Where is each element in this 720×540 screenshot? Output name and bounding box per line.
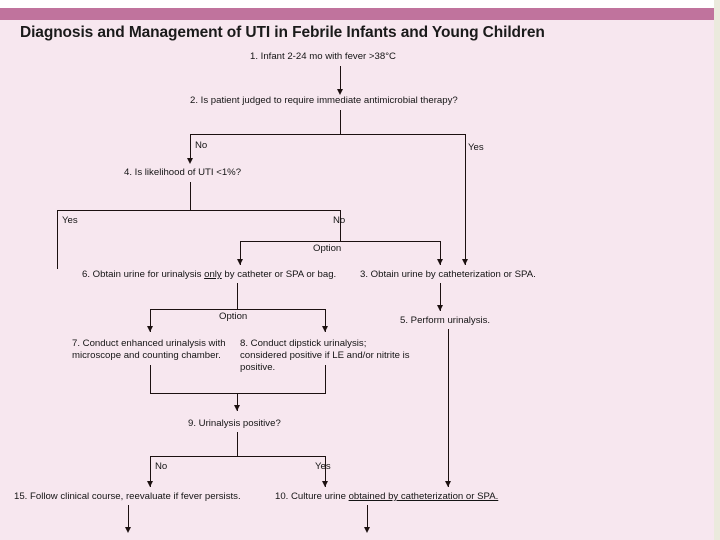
connector-option-right-arrow: [436, 259, 443, 265]
branch-label-4-yes: Yes: [62, 215, 78, 226]
connector-8-leg: [325, 309, 326, 332]
connector-10-stem: [367, 505, 368, 531]
right-edge-band: [714, 0, 720, 540]
connector-4-no-leg: [340, 210, 341, 241]
flow-node-3: 3. Obtain urine by catheterization or SP…: [360, 269, 536, 280]
connector-2-split-bar: [190, 134, 466, 135]
flow-node-15: 15. Follow clinical course, reevaluate i…: [14, 491, 241, 502]
connector-9-no-leg: [150, 456, 151, 487]
connector-1-to-2-arrow: [336, 89, 343, 95]
connector-4-yes-leg: [57, 210, 58, 268]
connector-8-arrow: [321, 326, 328, 332]
connector-merge-to-9-arrow: [233, 405, 240, 411]
flow-node-1: 1. Infant 2-24 mo with fever >38°C: [250, 51, 396, 62]
slide-body-background: [0, 20, 714, 540]
flow-node-6-text-post: by catheter or SPA or bag.: [221, 269, 337, 280]
branch-label-option-7-8: Option: [219, 311, 248, 322]
connector-3-to-5-line: [440, 283, 441, 311]
branch-label-4-no: No: [333, 215, 346, 226]
top-white-band: [0, 0, 714, 8]
connector-2-yes-leg: [465, 134, 466, 265]
flow-node-9: 9. Urinalysis positive?: [188, 418, 281, 429]
connector-7-8-merge-bar: [150, 393, 326, 394]
connector-option-left-leg: [240, 241, 241, 265]
connector-option-left-arrow: [236, 259, 243, 265]
connector-merge-to-9-line: [237, 393, 238, 411]
connector-5-to-10-arrow: [444, 481, 451, 487]
flow-node-2: 2. Is patient judged to require immediat…: [190, 95, 458, 106]
flow-node-6-emphasis: only: [204, 269, 222, 280]
connector-9-yes-arrow: [321, 481, 328, 487]
connector-1-to-2-line: [340, 66, 341, 91]
connector-9-stem: [237, 432, 238, 456]
branch-label-2-yes: Yes: [468, 142, 484, 153]
connector-8-merge-leg: [325, 365, 326, 394]
page-title: Diagnosis and Management of UTI in Febri…: [20, 24, 545, 41]
connector-2-yes-arrow: [461, 259, 468, 265]
connector-10-arrow: [363, 527, 370, 533]
branch-label-2-no: No: [195, 140, 208, 151]
branch-label-9-yes: Yes: [315, 461, 331, 472]
branch-label-9-no: No: [155, 461, 168, 472]
connector-3-to-5-arrow: [436, 305, 443, 311]
flow-node-7: 7. Conduct enhanced urinalysis with micr…: [72, 338, 226, 361]
connector-7-merge-leg: [150, 365, 151, 394]
connector-2-stem: [340, 110, 341, 134]
connector-4-stem: [190, 182, 191, 210]
flow-node-10: 10. Culture urine obtained by catheteriz…: [275, 491, 498, 503]
flow-node-8: 8. Conduct dipstick urinalysis; consider…: [240, 338, 410, 373]
connector-5-to-10-line: [448, 329, 449, 487]
connector-9-no-arrow: [146, 481, 153, 487]
connector-2-no-arrow: [186, 158, 193, 164]
accent-bar: [0, 8, 714, 20]
flow-node-4: 4. Is likelihood of UTI <1%?: [124, 167, 242, 178]
connector-6-stem: [237, 283, 238, 309]
flow-node-5: 5. Perform urinalysis.: [400, 315, 491, 326]
branch-label-option-6-3: Option: [313, 243, 342, 254]
flow-node-6: 6. Obtain urine for urinalysis only by c…: [82, 269, 336, 281]
connector-15-arrow: [124, 527, 131, 533]
flow-node-6-text-pre: 6. Obtain urine for urinalysis: [82, 269, 205, 280]
connector-option-7-8-bar: [150, 309, 325, 310]
connector-7-leg: [150, 309, 151, 332]
connector-option-right-leg: [440, 241, 441, 265]
connector-2-no-leg: [190, 134, 191, 160]
connector-15-stem: [128, 505, 129, 531]
flow-node-10-emphasis: obtained by catheterization or SPA.: [348, 491, 499, 502]
connector-9-yes-leg: [325, 456, 326, 487]
connector-4-yes-corner: [57, 268, 58, 269]
connector-4-split-bar: [57, 210, 340, 211]
connector-option-6-3-bar: [240, 241, 440, 242]
flow-node-10-text-pre: 10. Culture urine: [275, 491, 349, 502]
connector-7-arrow: [146, 326, 153, 332]
connector-9-split-bar: [150, 456, 325, 457]
